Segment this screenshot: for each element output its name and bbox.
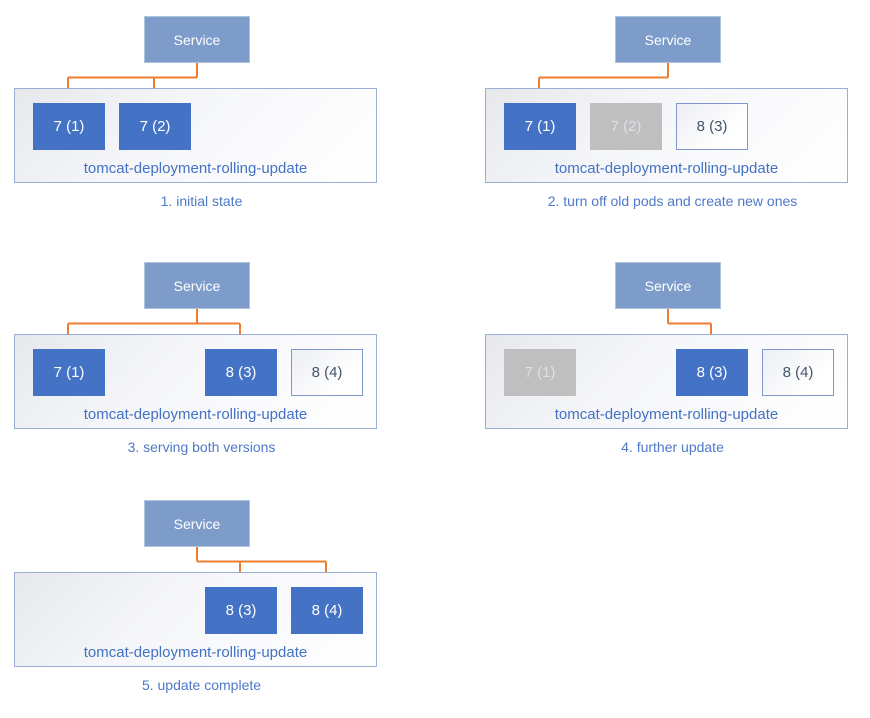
service-box: Service: [615, 262, 721, 309]
pod: 8 (3): [676, 349, 748, 396]
pod-label: 8 (3): [225, 364, 257, 381]
service-box: Service: [144, 16, 250, 63]
pod-label: 7 (1): [524, 118, 556, 135]
panel-content: Service tomcat-deployment-rolling-update…: [0, 246, 435, 480]
deployment-box: tomcat-deployment-rolling-update 8 (3) 8 …: [14, 572, 377, 667]
pod-label: 8 (3): [696, 364, 728, 381]
deployment-label: tomcat-deployment-rolling-update: [83, 644, 308, 661]
pod-label: 7 (1): [53, 118, 85, 135]
panel-caption: 1. initial state: [160, 193, 243, 209]
pod: 8 (3): [676, 103, 748, 150]
service-box: Service: [144, 262, 250, 309]
panel-caption: 2. turn off old pods and create new ones: [547, 193, 798, 209]
pod: 8 (4): [291, 587, 363, 634]
diagram-panel: Service tomcat-deployment-rolling-update…: [0, 246, 435, 480]
pod-label: 8 (3): [225, 602, 257, 619]
panel-caption: 4. further update: [621, 439, 724, 455]
diagram-panel: Service tomcat-deployment-rolling-update…: [0, 484, 435, 718]
service-label: Service: [173, 515, 221, 532]
pod: 7 (1): [504, 103, 576, 150]
diagram-panel: Service tomcat-deployment-rolling-update…: [0, 0, 435, 234]
pod-label: 8 (3): [696, 118, 728, 135]
pod-label: 8 (4): [311, 602, 343, 619]
deployment-box: tomcat-deployment-rolling-update 7 (1) 8 …: [14, 334, 377, 429]
pod: 8 (4): [291, 349, 363, 396]
service-label: Service: [173, 277, 221, 294]
pod: 8 (3): [205, 587, 277, 634]
panel-content: Service tomcat-deployment-rolling-update…: [471, 246, 870, 480]
diagram-panel: Service tomcat-deployment-rolling-update…: [435, 246, 870, 480]
panel-content: Service tomcat-deployment-rolling-update…: [471, 0, 870, 234]
pod: 7 (1): [33, 349, 105, 396]
deployment-label: tomcat-deployment-rolling-update: [83, 406, 308, 423]
deployment-box: tomcat-deployment-rolling-update 7 (1) 8 …: [485, 334, 848, 429]
service-label: Service: [644, 277, 692, 294]
pod-label: 7 (2): [139, 118, 171, 135]
pod: 7 (1): [504, 349, 576, 396]
panel-content: Service tomcat-deployment-rolling-update…: [0, 484, 435, 718]
deployment-label: tomcat-deployment-rolling-update: [554, 160, 779, 177]
deployment-label: tomcat-deployment-rolling-update: [554, 406, 779, 423]
pod-label: 7 (2): [610, 118, 642, 135]
service-label: Service: [173, 31, 221, 48]
pod: 8 (4): [762, 349, 834, 396]
pod: 8 (3): [205, 349, 277, 396]
service-label: Service: [644, 31, 692, 48]
panel-caption: 3. serving both versions: [127, 439, 276, 455]
pod: 7 (2): [119, 103, 191, 150]
pod-label: 7 (1): [524, 364, 556, 381]
panel-caption: 5. update complete: [141, 677, 262, 693]
deployment-box: tomcat-deployment-rolling-update 7 (1) 7 …: [485, 88, 848, 183]
deployment-label: tomcat-deployment-rolling-update: [83, 160, 308, 177]
pod: 7 (1): [33, 103, 105, 150]
pod-label: 7 (1): [53, 364, 85, 381]
diagram-panel: Service tomcat-deployment-rolling-update…: [435, 0, 870, 234]
pod-label: 8 (4): [311, 364, 343, 381]
deployment-box: tomcat-deployment-rolling-update 7 (1) 7 …: [14, 88, 377, 183]
service-box: Service: [615, 16, 721, 63]
panel-content: Service tomcat-deployment-rolling-update…: [0, 0, 435, 234]
service-box: Service: [144, 500, 250, 547]
pod: 7 (2): [590, 103, 662, 150]
pod-label: 8 (4): [782, 364, 814, 381]
